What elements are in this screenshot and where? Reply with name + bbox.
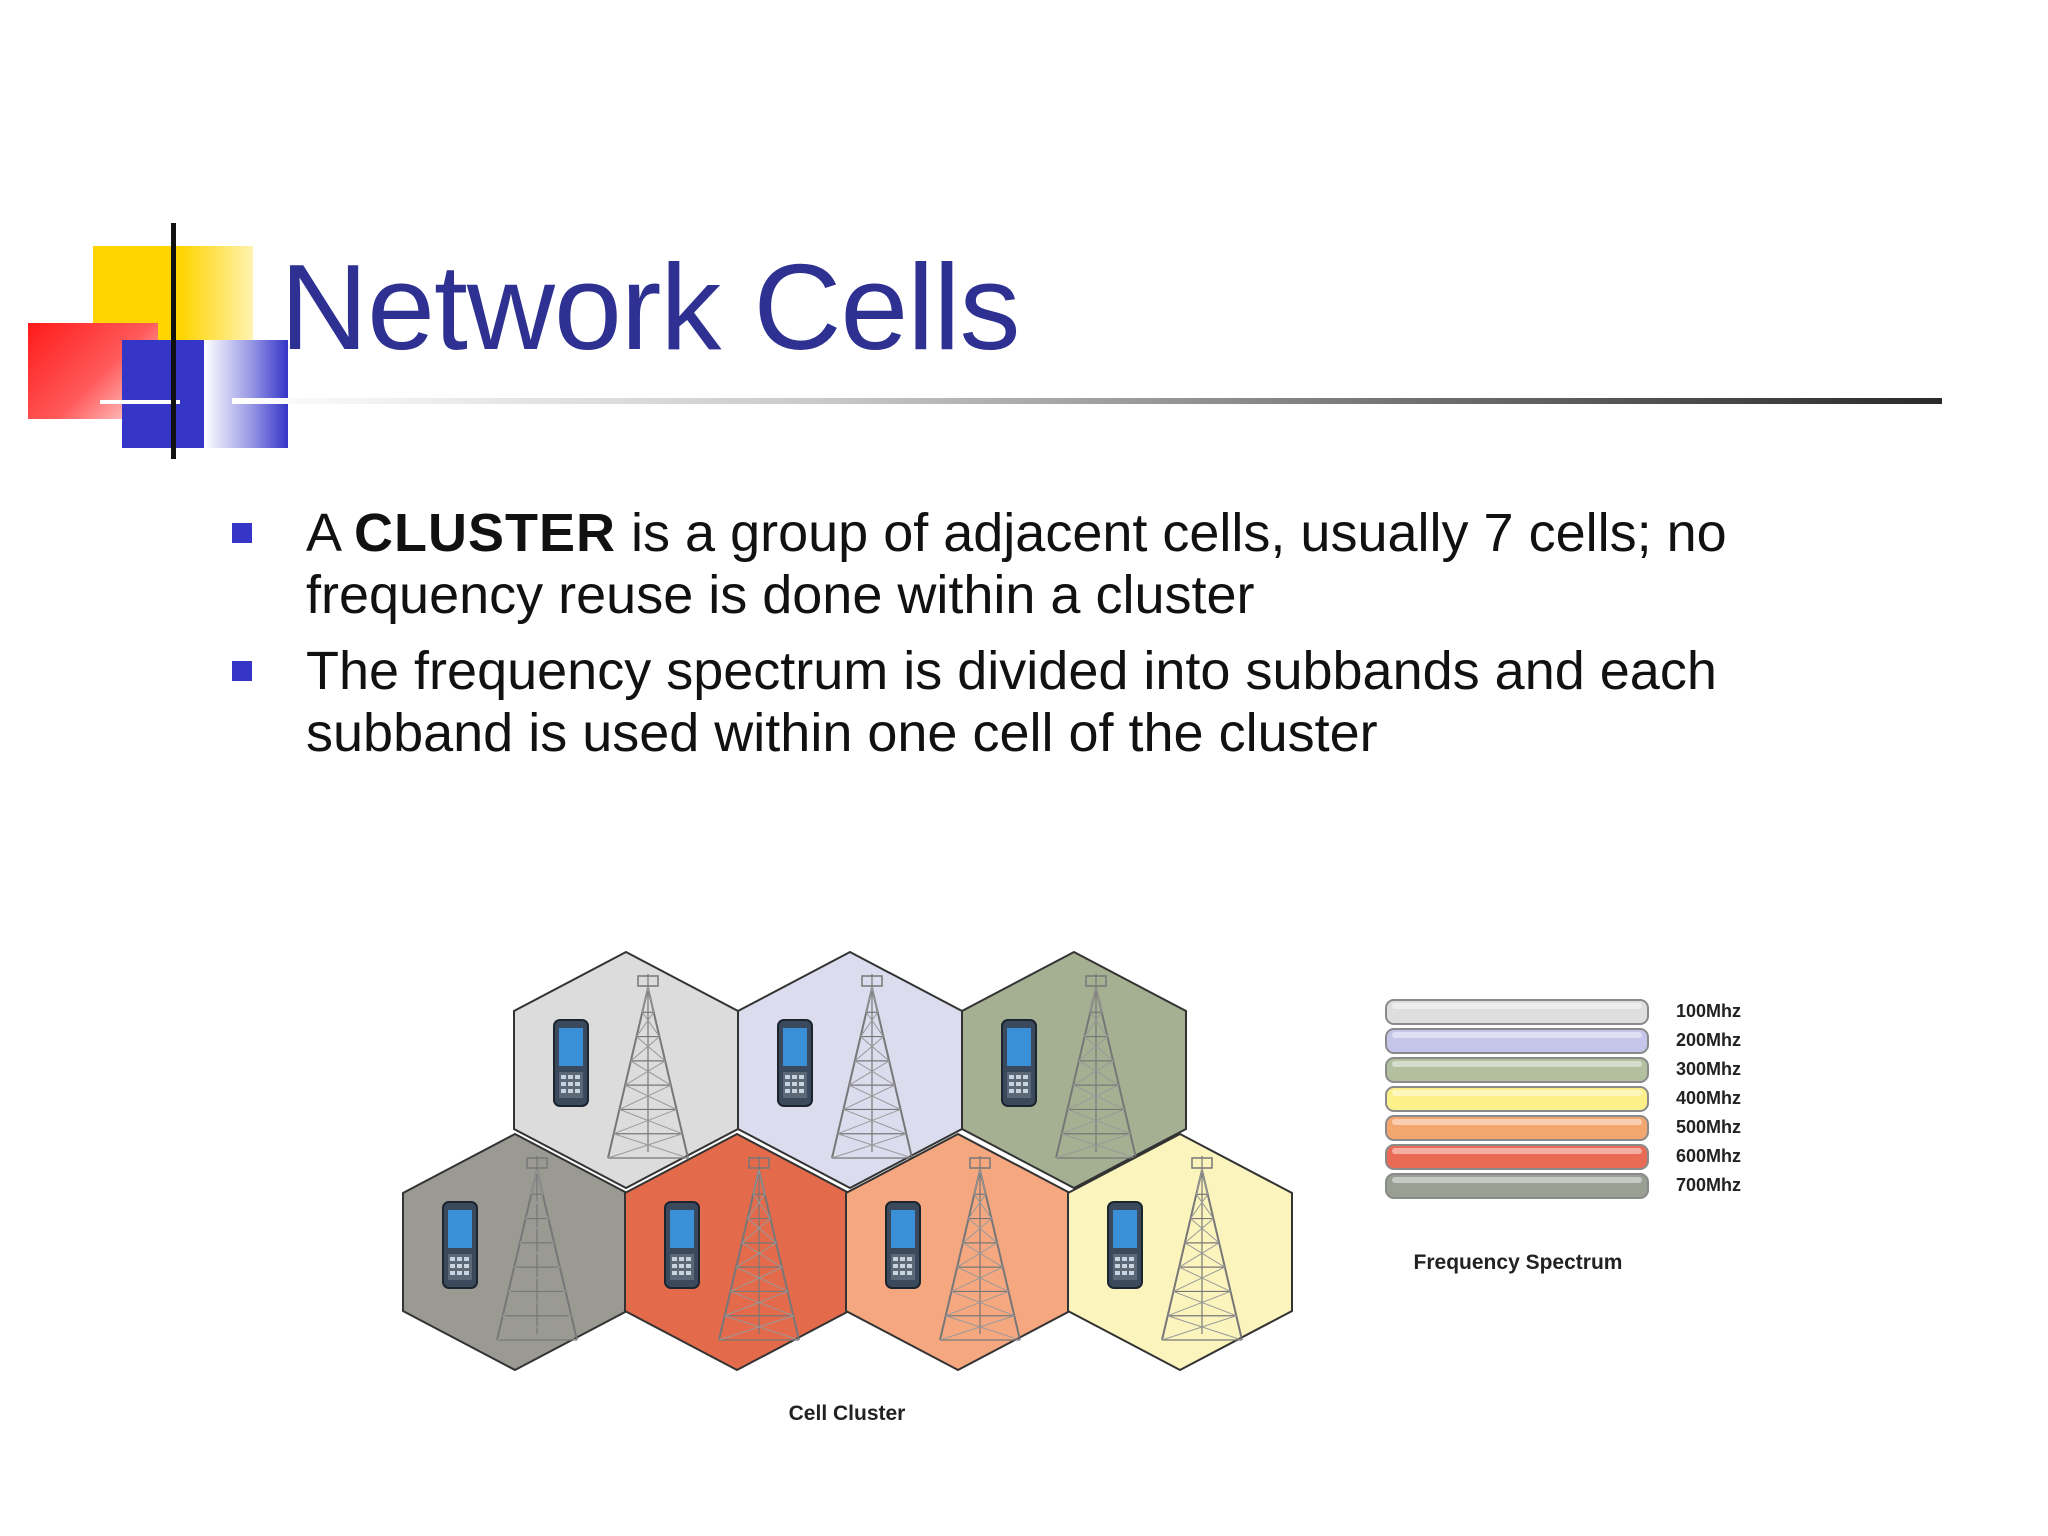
cell-tower-icon xyxy=(607,974,689,1159)
cell-tower-icon xyxy=(1055,974,1137,1159)
band-label: 500Mhz xyxy=(1676,1117,1741,1137)
cell-hexagon xyxy=(961,950,1187,1190)
spectrum-band: 500Mhz xyxy=(1385,1115,1741,1141)
cell-cluster-figure: 100Mhz 200Mhz 300Mhz 400Mhz 500Mhz 600Mhz 700M… xyxy=(390,900,1790,1460)
band-bar xyxy=(1385,1173,1649,1199)
mobile-phone-icon xyxy=(664,1201,700,1289)
cell-tower-icon xyxy=(939,1156,1021,1341)
band-label: 200Mhz xyxy=(1676,1030,1741,1050)
bullet-text-pre: The frequency spectrum is divided into s… xyxy=(306,641,1717,763)
cell-tower-icon xyxy=(1161,1156,1243,1341)
cell-tower-icon xyxy=(831,974,913,1159)
spectrum-band: 600Mhz xyxy=(1385,1144,1741,1170)
cell-tower-icon xyxy=(718,1156,800,1341)
bullet-text-post: is a group of adjacent cells, usually 7 … xyxy=(306,503,1727,625)
spectrum-band: 400Mhz xyxy=(1385,1086,1741,1112)
bullet-square-icon xyxy=(232,661,252,681)
cell-hexagon xyxy=(624,1132,850,1372)
title-underline xyxy=(232,398,1942,404)
bullet-text-pre: A xyxy=(306,503,355,563)
cell-cluster xyxy=(402,950,1293,1372)
bullet-text-strong: CLUSTER xyxy=(354,503,617,563)
cell-cluster-caption: Cell Cluster xyxy=(789,1402,906,1425)
bullet-item: The frequency spectrum is divided into s… xyxy=(232,640,1892,764)
cell-tower-icon xyxy=(496,1156,578,1341)
band-label: 600Mhz xyxy=(1676,1146,1741,1166)
cell-hexagon xyxy=(1067,1132,1293,1372)
logo-white-line xyxy=(100,400,180,404)
band-bar xyxy=(1385,1144,1649,1170)
mobile-phone-icon xyxy=(1107,1201,1143,1289)
band-bar xyxy=(1385,1115,1649,1141)
mobile-phone-icon xyxy=(1001,1019,1037,1107)
band-label: 400Mhz xyxy=(1676,1088,1741,1108)
mobile-phone-icon xyxy=(777,1019,813,1107)
slide-title: Network Cells xyxy=(280,239,1020,375)
spectrum-band: 300Mhz xyxy=(1385,1057,1741,1083)
bullet-item: A CLUSTER is a group of adjacent cells, … xyxy=(232,502,1892,626)
mobile-phone-icon xyxy=(553,1019,589,1107)
logo-blue-gradient-square xyxy=(204,340,288,448)
band-bar xyxy=(1385,999,1649,1025)
logo-blue-square xyxy=(122,340,204,448)
bullet-list: A CLUSTER is a group of adjacent cells, … xyxy=(232,502,1892,778)
band-label: 300Mhz xyxy=(1676,1059,1741,1079)
bullet-square-icon xyxy=(232,523,252,543)
band-bar xyxy=(1385,1086,1649,1112)
spectrum-band: 700Mhz xyxy=(1385,1173,1741,1199)
logo-vertical-line xyxy=(171,223,176,459)
band-bar xyxy=(1385,1028,1649,1054)
mobile-phone-icon xyxy=(442,1201,478,1289)
band-label: 700Mhz xyxy=(1676,1175,1741,1195)
spectrum-band: 200Mhz xyxy=(1385,1028,1741,1054)
frequency-spectrum: 100Mhz 200Mhz 300Mhz 400Mhz 500Mhz 600Mhz 700M… xyxy=(1385,999,1741,1199)
cell-hexagon xyxy=(845,1132,1071,1372)
band-label: 100Mhz xyxy=(1676,1001,1741,1021)
spectrum-band: 100Mhz xyxy=(1385,999,1741,1025)
band-bar xyxy=(1385,1057,1649,1083)
figure-svg: 100Mhz 200Mhz 300Mhz 400Mhz 500Mhz 600Mhz 700M… xyxy=(402,950,1741,1425)
mobile-phone-icon xyxy=(885,1201,921,1289)
frequency-spectrum-caption: Frequency Spectrum xyxy=(1414,1251,1623,1274)
cell-hexagon xyxy=(737,950,963,1190)
